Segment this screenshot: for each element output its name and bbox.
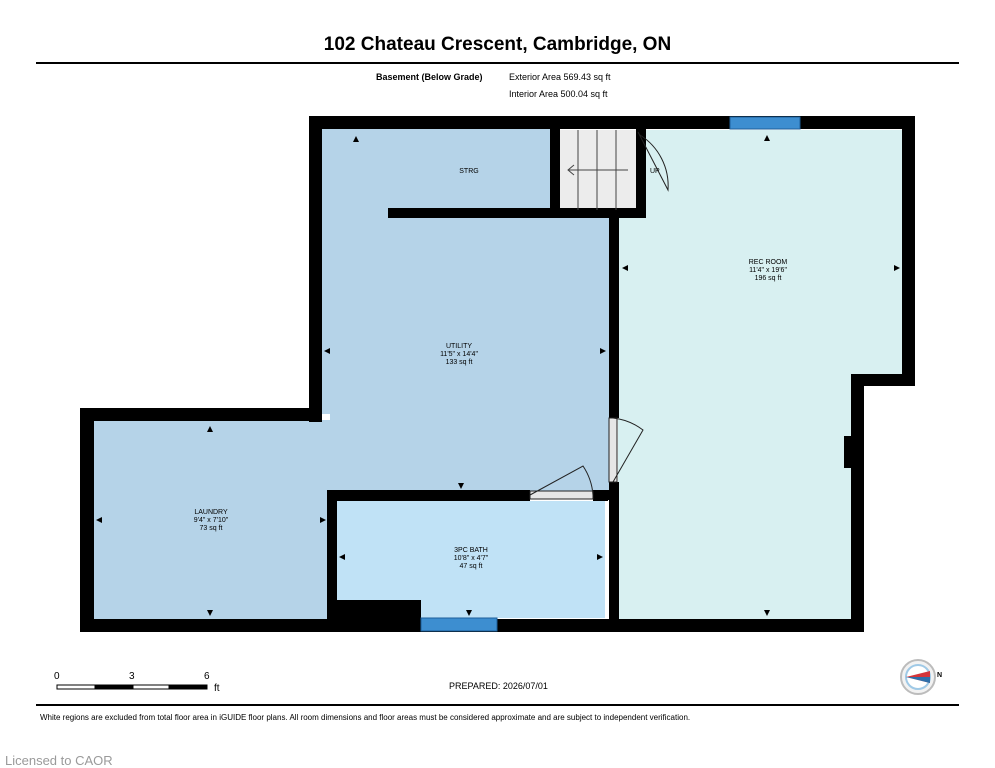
bath-name: 3PC BATH <box>454 547 488 554</box>
rec-room-name: REC ROOM <box>749 259 788 266</box>
compass-icon <box>900 659 936 695</box>
laundry-area: 73 sq ft <box>200 525 223 532</box>
laundry-room-fill <box>94 420 330 620</box>
scale-unit: ft <box>214 683 220 694</box>
license-watermark: Licensed to CAOR <box>5 753 113 768</box>
interior-area: Interior Area 500.04 sq ft <box>509 89 608 99</box>
bath-area: 47 sq ft <box>460 563 483 570</box>
floor-name: Basement (Below Grade) <box>376 72 483 82</box>
utility-area: 133 sq ft <box>446 359 473 366</box>
utility-name: UTILITY <box>446 343 472 350</box>
bath-room-fill <box>337 501 605 618</box>
storage-name: STRG <box>459 168 478 175</box>
title-divider <box>36 62 959 64</box>
prepared-date: PREPARED: 2026/07/01 <box>449 681 548 691</box>
storage-room-fill <box>388 128 550 210</box>
window-top <box>729 116 801 130</box>
rec-room-dims: 11'4" x 19'6" <box>749 267 787 274</box>
exterior-area: Exterior Area 569.43 sq ft <box>509 72 611 82</box>
stairs-up-label: UP <box>650 168 660 175</box>
walls <box>80 116 915 632</box>
scale-label-6: 6 <box>204 671 210 682</box>
doors <box>529 131 669 500</box>
bath-dims: 10'8" x 4'7" <box>454 555 489 562</box>
dimension-markers <box>96 135 900 616</box>
scale-label-3: 3 <box>129 671 135 682</box>
window-bottom <box>420 617 498 632</box>
scale-label-0: 0 <box>54 671 60 682</box>
utility-room-fill <box>322 128 610 492</box>
utility-dims: 11'5" x 14'4" <box>440 351 478 358</box>
laundry-name: LAUNDRY <box>194 509 228 516</box>
scale-bar <box>56 684 208 690</box>
page-title: 102 Chateau Crescent, Cambridge, ON <box>323 34 672 55</box>
rec-room-area: 196 sq ft <box>755 275 782 282</box>
footer-divider <box>36 704 959 706</box>
stairs <box>567 130 628 210</box>
disclaimer-text: White regions are excluded from total fl… <box>40 713 691 722</box>
compass-label: N <box>937 672 942 679</box>
laundry-dims: 9'4" x 7'10" <box>194 517 229 524</box>
rec-room-fill <box>618 130 903 619</box>
